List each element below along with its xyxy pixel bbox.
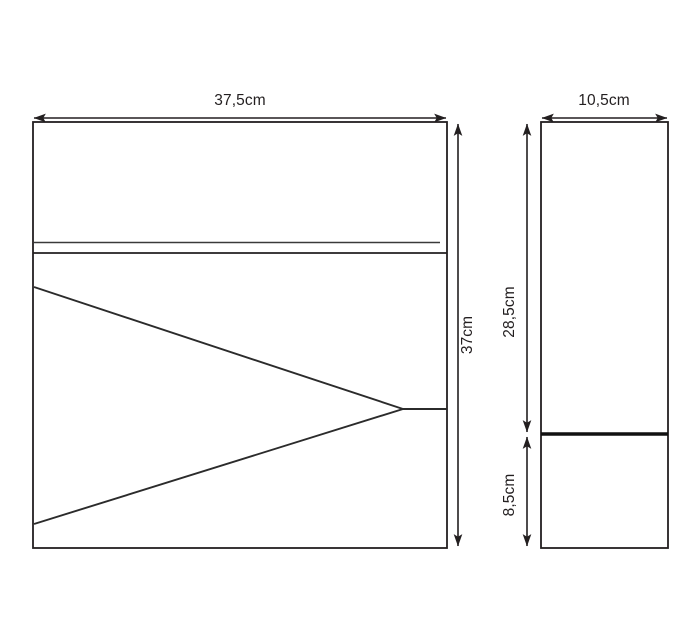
front-width-label: 37,5cm [214, 92, 265, 109]
front-view-group: 37,5cm 37cm [32, 92, 476, 549]
side-lower-height-label: 8,5cm [501, 474, 518, 517]
side-upper-height-label: 28,5cm [501, 286, 518, 337]
front-height-label: 37cm [459, 316, 476, 354]
front-wedge-upper-diagonal [33, 286, 404, 410]
front-view-outline [32, 121, 448, 549]
side-view-outline [540, 121, 669, 549]
side-width-label: 10,5cm [578, 92, 629, 109]
side-view-group: 10,5cm 28,5cm 8,5cm [501, 92, 669, 549]
front-wedge-lower-diagonal [33, 408, 404, 525]
